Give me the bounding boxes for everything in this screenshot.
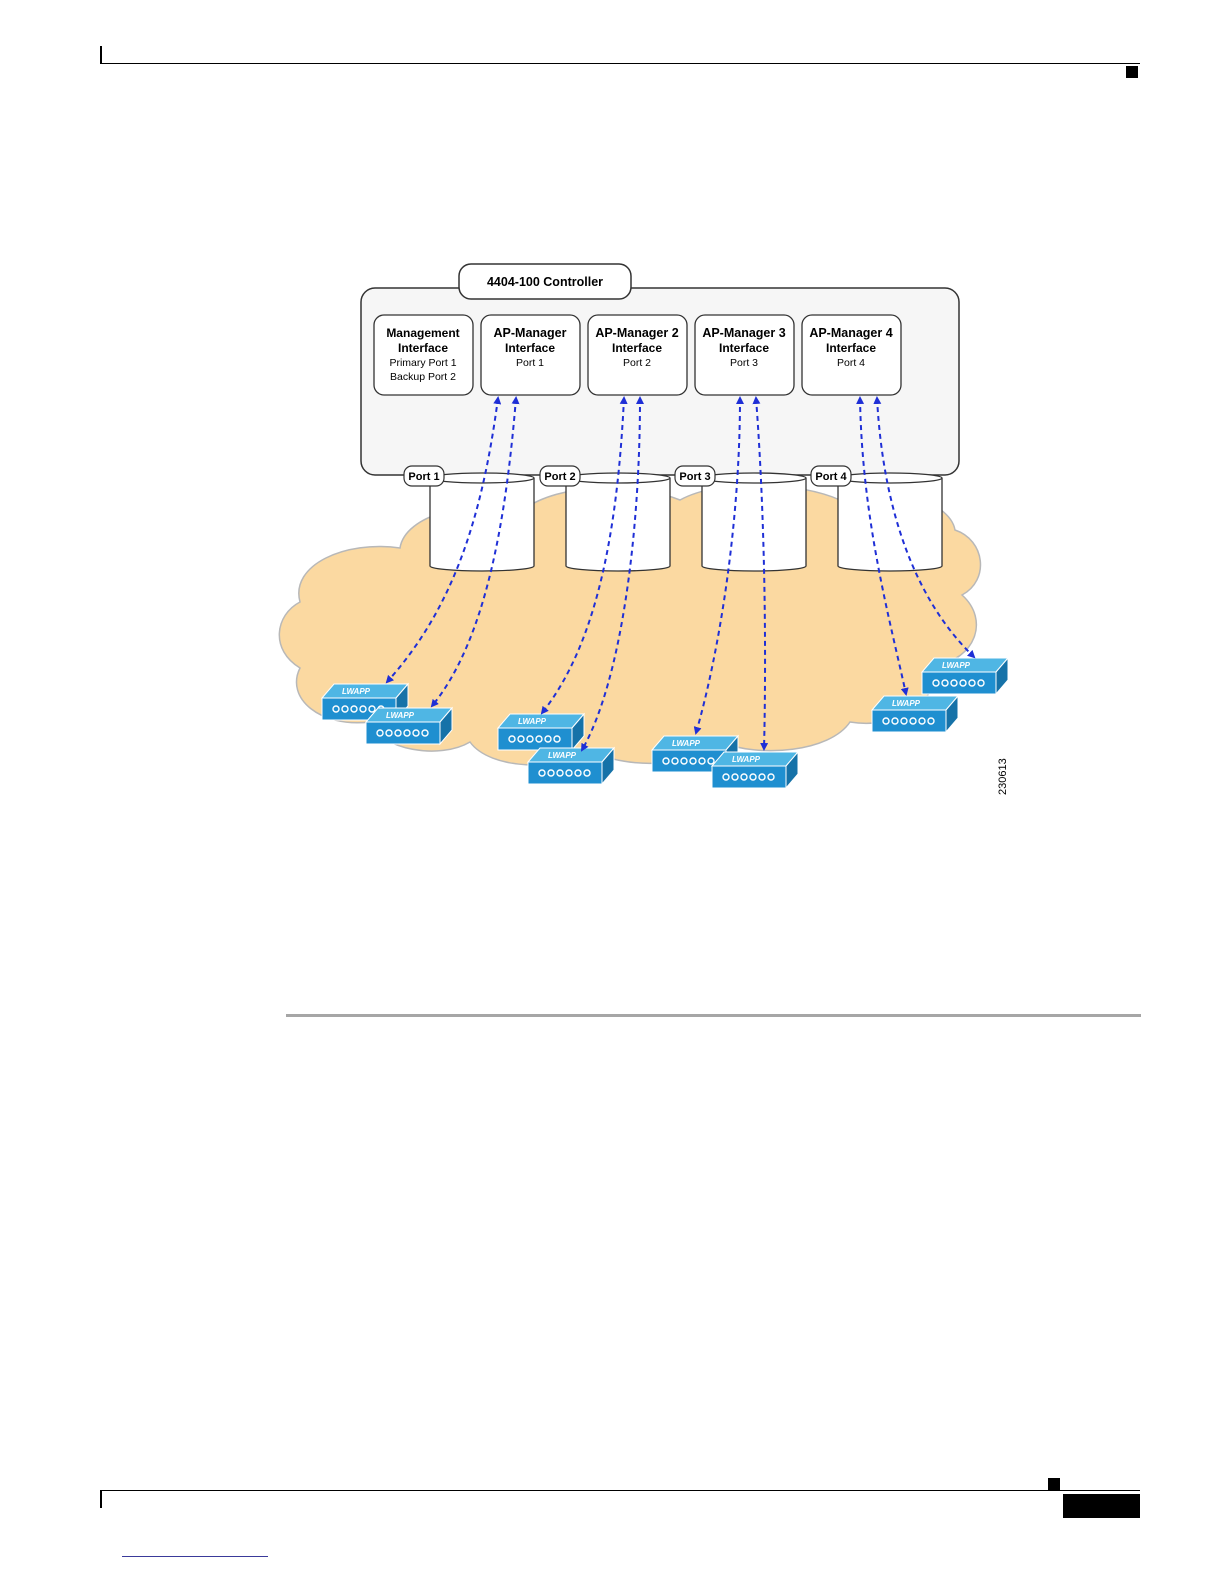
figure-number: 230613: [997, 758, 1009, 795]
svg-text:Port 3: Port 3: [679, 471, 710, 483]
interface-management: Management Interface Primary Port 1 Back…: [374, 315, 473, 395]
svg-text:Port 1: Port 1: [516, 357, 544, 369]
access-point-icon: [872, 696, 958, 732]
svg-text:Backup Port 2: Backup Port 2: [390, 371, 456, 383]
access-point-icon: [528, 748, 614, 784]
svg-text:Port 4: Port 4: [837, 357, 865, 369]
access-point-icon: [498, 714, 584, 750]
interface-ap-manager-2: AP-Manager 2 Interface Port 2: [588, 315, 687, 395]
port-label-3: Port 3: [675, 466, 715, 486]
port-label-4: Port 4: [811, 466, 851, 486]
svg-text:AP-Manager: AP-Manager: [494, 326, 567, 340]
access-point-icon: [922, 658, 1008, 694]
svg-text:AP-Manager 3: AP-Manager 3: [702, 326, 785, 340]
svg-text:Management: Management: [386, 326, 459, 340]
svg-text:AP-Manager 4: AP-Manager 4: [809, 326, 892, 340]
port-label-2: Port 2: [540, 466, 580, 486]
svg-text:Interface: Interface: [612, 341, 662, 355]
interface-ap-manager-3: AP-Manager 3 Interface Port 3: [695, 315, 794, 395]
svg-text:AP-Manager 2: AP-Manager 2: [595, 326, 678, 340]
svg-text:Port 1: Port 1: [408, 471, 439, 483]
interface-ap-manager-4: AP-Manager 4 Interface Port 4: [802, 315, 901, 395]
interface-ap-manager-1: AP-Manager Interface Port 1: [481, 315, 580, 395]
svg-text:Port 4: Port 4: [815, 471, 847, 483]
port-cylinder-2: [566, 473, 670, 571]
access-point-icon: [366, 708, 452, 744]
controller-label: 4404-100 Controller: [487, 275, 603, 289]
svg-text:Primary Port 1: Primary Port 1: [389, 357, 456, 369]
footer-link-underline: [122, 1556, 268, 1557]
section-rule: [286, 1014, 1141, 1017]
svg-text:Interface: Interface: [826, 341, 876, 355]
footer-square: [1048, 1478, 1060, 1490]
port-cylinder-3: [702, 473, 806, 571]
port-cylinder-4: [838, 473, 942, 571]
footer-rule: [100, 1490, 1140, 1491]
svg-text:Port 2: Port 2: [544, 471, 575, 483]
svg-text:Port 2: Port 2: [623, 357, 651, 369]
svg-text:Interface: Interface: [505, 341, 555, 355]
svg-text:Interface: Interface: [398, 341, 448, 355]
port-label-1: Port 1: [404, 466, 444, 486]
footer-page-tab: [1063, 1494, 1140, 1518]
svg-text:Port 3: Port 3: [730, 357, 758, 369]
footer-tick: [100, 1490, 102, 1508]
svg-text:Interface: Interface: [719, 341, 769, 355]
access-point-icon: [712, 752, 798, 788]
